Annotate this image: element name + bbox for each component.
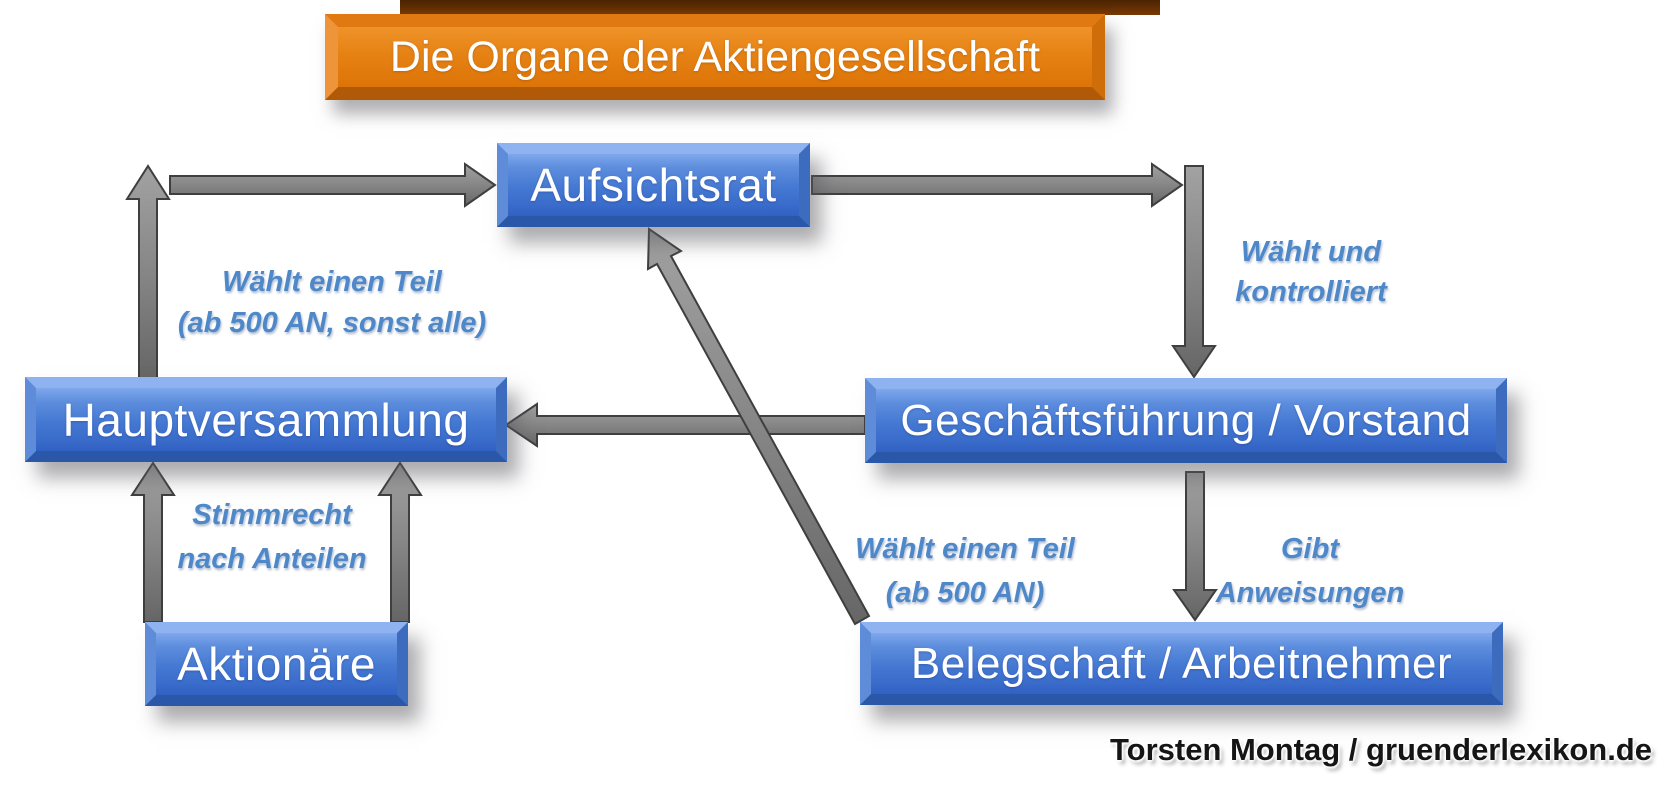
- edge-label-line: Wählt einen Teil: [855, 533, 1075, 565]
- arrow-aufsichtsrat-to-elbow-right: [811, 162, 1184, 208]
- attribution-credit: Torsten Montag / gruenderlexikon.de: [1110, 732, 1652, 767]
- edge-label-line: Gibt: [1280, 533, 1339, 565]
- edge-label-line: nach Anteilen: [177, 543, 367, 575]
- arrow-vorstand-to-belegschaft: [1172, 471, 1218, 622]
- edge-label-line: Wählt einen Teil: [222, 266, 442, 298]
- edge-label-line: (ab 500 AN): [885, 577, 1045, 609]
- edge-label-line: (ab 500 AN, sonst alle): [177, 307, 487, 339]
- edge-label-waehlt-und-kontrolliert: Wählt und kontrolliert: [1235, 232, 1386, 312]
- edge-label-gibt-anweisungen: Gibt Anweisungen: [1216, 527, 1405, 615]
- node-aktionaere: Aktionäre: [145, 622, 408, 706]
- arrow-hauptversammlung-up: [125, 164, 171, 379]
- node-hauptversammlung: Hauptversammlung: [25, 377, 507, 462]
- node-geschaeftsfuehrung-vorstand: Geschäftsführung / Vorstand: [865, 378, 1507, 463]
- edge-label-waehlt-einen-teil-ab-500-an: Wählt einen Teil (ab 500 AN): [855, 527, 1075, 615]
- edge-label-line: kontrolliert: [1235, 276, 1387, 308]
- edge-label-line: Anweisungen: [1215, 577, 1405, 609]
- title-top-bevel-strip: [400, 0, 1160, 15]
- arrow-aktionaere-up-left: [130, 461, 176, 623]
- arrow-aktionaere-up-right: [377, 461, 423, 623]
- arrow-elbow-down-to-vorstand: [1171, 165, 1217, 379]
- arrow-elbow-to-aufsichtsrat: [169, 162, 497, 208]
- diagram-title: Die Organe der Aktiengesellschaft: [325, 14, 1105, 100]
- edge-label-line: Wählt und: [1240, 236, 1382, 268]
- edge-label-line: Stimmrecht: [192, 499, 352, 531]
- arrow-belegschaft-to-aufsichtsrat-diagonal: [646, 227, 871, 626]
- edge-label-stimmrecht-nach-anteilen: Stimmrecht nach Anteilen: [177, 493, 366, 581]
- edge-label-waehlt-einen-teil-sonst-alle: Wählt einen Teil (ab 500 AN, sonst alle): [178, 262, 486, 344]
- arrow-vorstand-to-hauptversammlung: [504, 402, 866, 448]
- node-belegschaft-arbeitnehmer: Belegschaft / Arbeitnehmer: [860, 622, 1503, 705]
- node-aufsichtsrat: Aufsichtsrat: [497, 143, 810, 227]
